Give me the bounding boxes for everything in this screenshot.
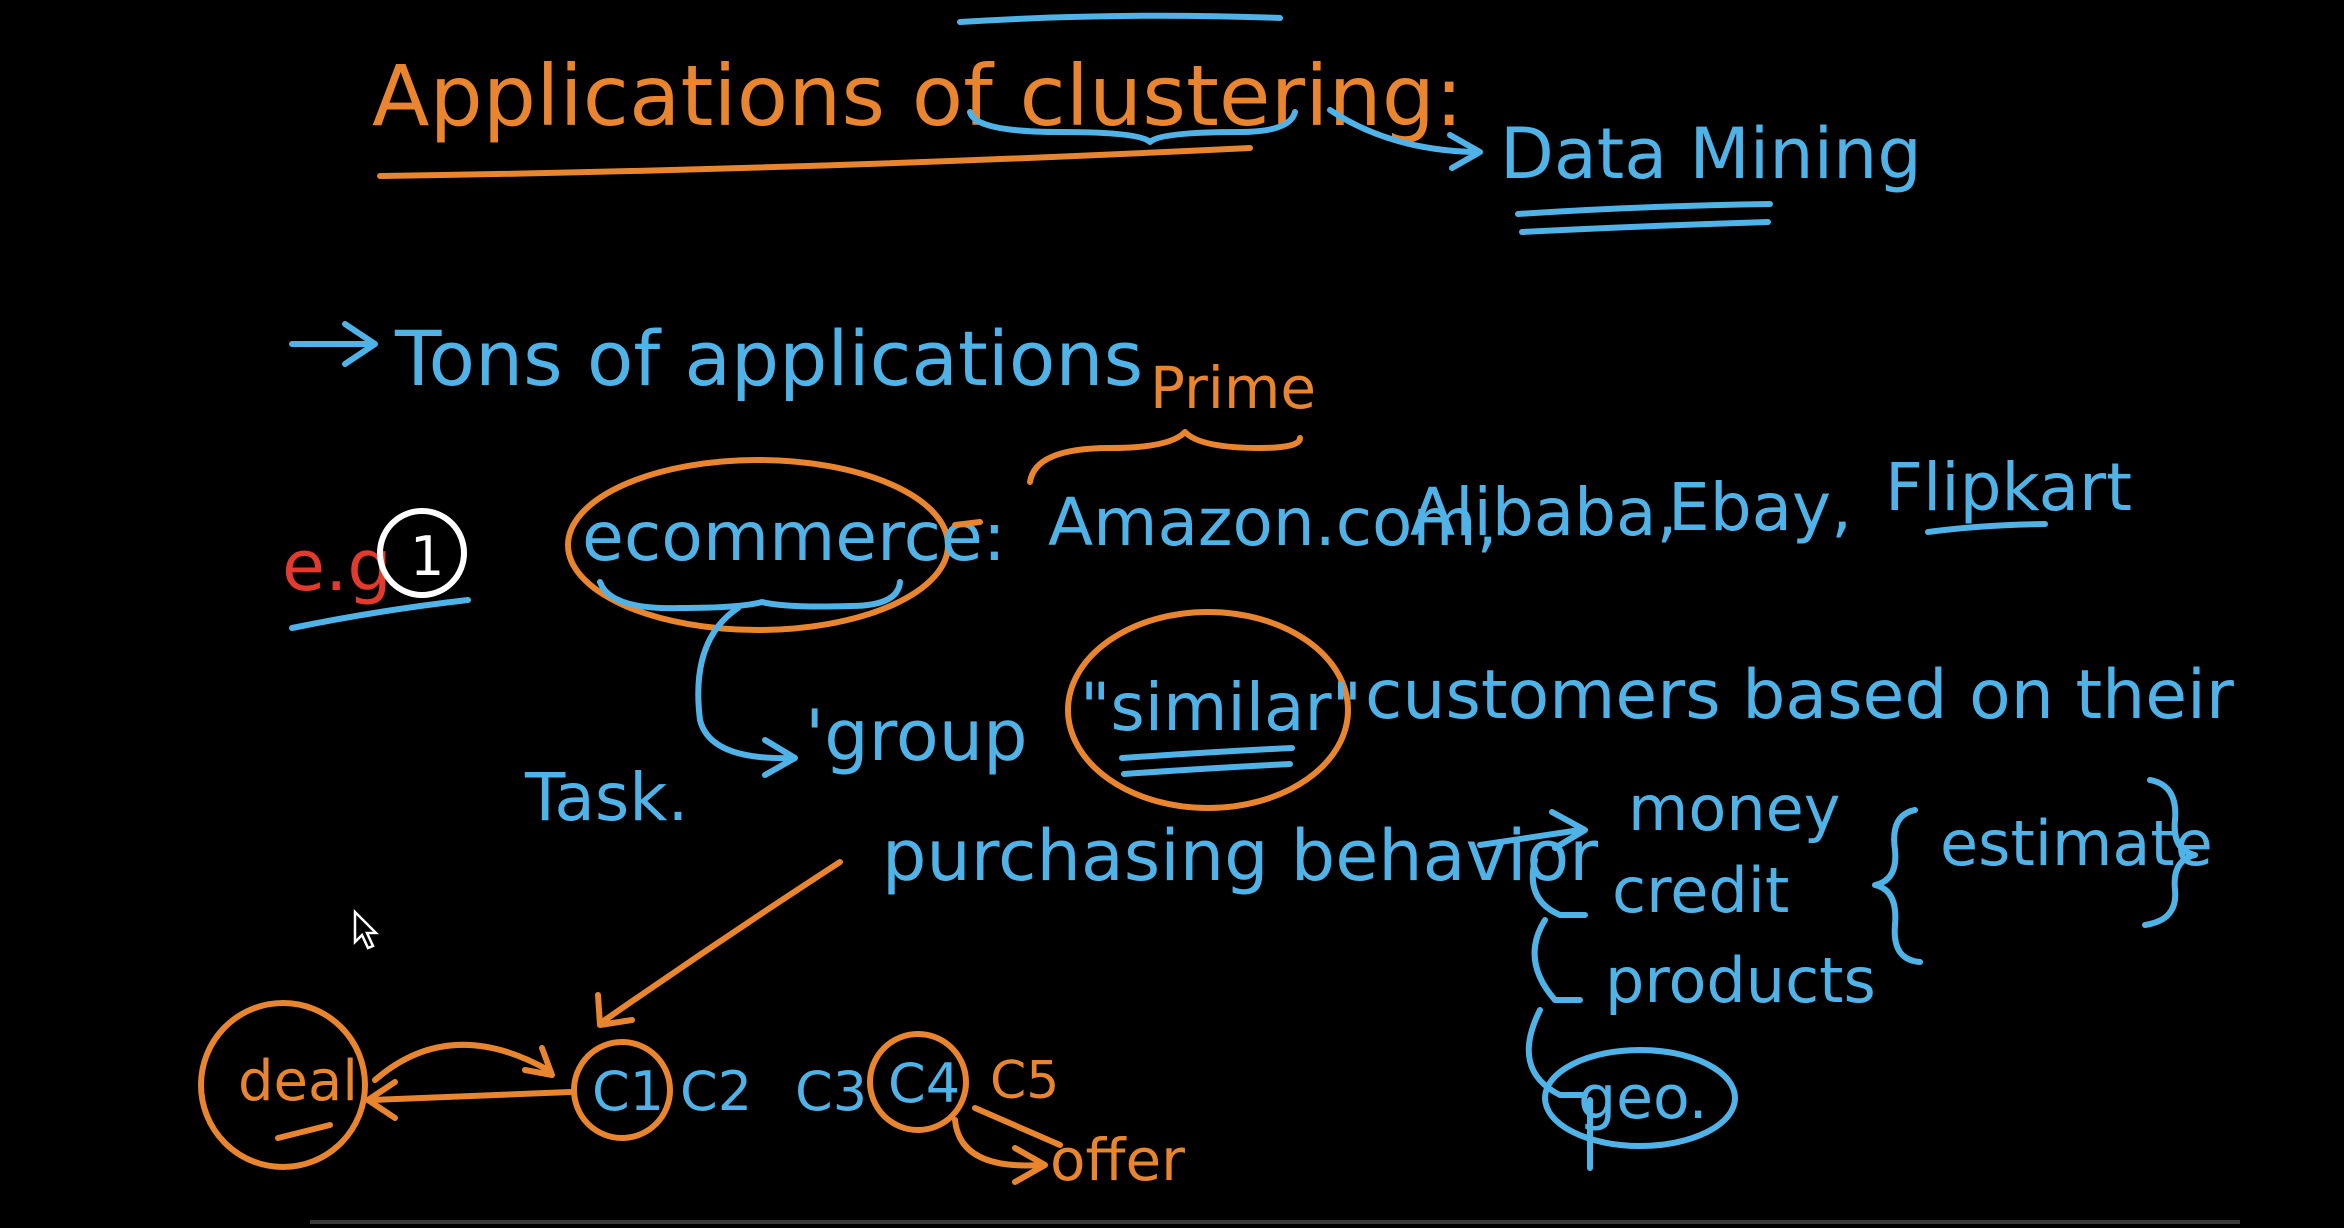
eg-underline (289, 597, 471, 631)
ebay-text: Ebay, (1668, 469, 1852, 546)
title-text: Applications of clustering: (372, 47, 1463, 145)
products-text: products (1605, 944, 1876, 1017)
geo-circle (1542, 1047, 1738, 1149)
flipkart-text: Flipkart (1885, 449, 2132, 526)
arrow-to-data-mining (1327, 107, 1483, 171)
ecommerce-text: ecommerce: (582, 498, 1006, 577)
deal-c1-arrow-bottom (365, 1079, 573, 1121)
amazon-text: Amazon.com, (1048, 484, 1498, 561)
bottom-bar (310, 1220, 2240, 1224)
offer-text: offer (1050, 1126, 1185, 1194)
geo-text: geo. (1578, 1063, 1708, 1133)
purchasing-text: purchasing behavior (882, 815, 1598, 897)
eg-label: e.g (282, 525, 392, 607)
data-mining-underline-2 (1519, 219, 1771, 235)
title-underline (377, 145, 1253, 179)
c2-text: C2 (680, 1060, 752, 1123)
prime-text: Prime (1150, 354, 1316, 422)
eg-number: 1 (410, 525, 444, 588)
purchasing-to-c1-arrow (595, 859, 843, 1028)
ecommerce-to-group-arrow (695, 605, 798, 778)
tons-arrow (289, 321, 378, 367)
flipkart-underline (1925, 521, 2048, 535)
c4-text: C4 (888, 1052, 960, 1115)
money-text: money (1628, 772, 1840, 845)
similar-underline-1 (1119, 745, 1295, 761)
c3-text: C3 (795, 1060, 867, 1123)
task-text: Task. (524, 759, 688, 836)
ecommerce-brace (597, 579, 903, 612)
eg-number-circle (377, 508, 467, 598)
estimate-text: estimate (1940, 807, 2213, 880)
offer-arrow (952, 1105, 1063, 1185)
similar-circle (1065, 609, 1351, 811)
ecommerce-dash (952, 519, 983, 528)
data-mining-text: Data Mining (1500, 113, 1922, 195)
prime-brace (1027, 429, 1303, 485)
attribute-connector (1525, 857, 1593, 1171)
clustering-brace (967, 109, 1298, 145)
c5-text: C5 (990, 1051, 1059, 1111)
data-mining-underline-1 (1515, 201, 1773, 217)
mouse-cursor-icon (353, 908, 380, 950)
clustering-overline (957, 12, 1283, 25)
c1-circle (571, 1039, 673, 1141)
c4-circle (867, 1031, 969, 1133)
deal-underline (275, 1122, 333, 1141)
c1-text: C1 (592, 1060, 664, 1123)
ecommerce-circle (565, 457, 951, 633)
deal-c1-arrow-top (372, 1041, 555, 1083)
purchasing-arrow (1477, 809, 1588, 851)
similar-text: "similar" (1080, 669, 1362, 746)
estimate-right-brace (2142, 777, 2198, 928)
deal-text: deal (238, 1049, 358, 1114)
customers-text: customers based on their (1365, 656, 2234, 735)
deal-circle (198, 1000, 368, 1170)
tons-text: Tons of applications (394, 314, 1143, 403)
credit-text: credit (1612, 854, 1789, 927)
estimate-left-brace (1872, 807, 1923, 965)
similar-underline-2 (1121, 761, 1293, 777)
alibaba-text: Alibaba, (1410, 474, 1677, 551)
group-text: 'group (805, 695, 1028, 777)
